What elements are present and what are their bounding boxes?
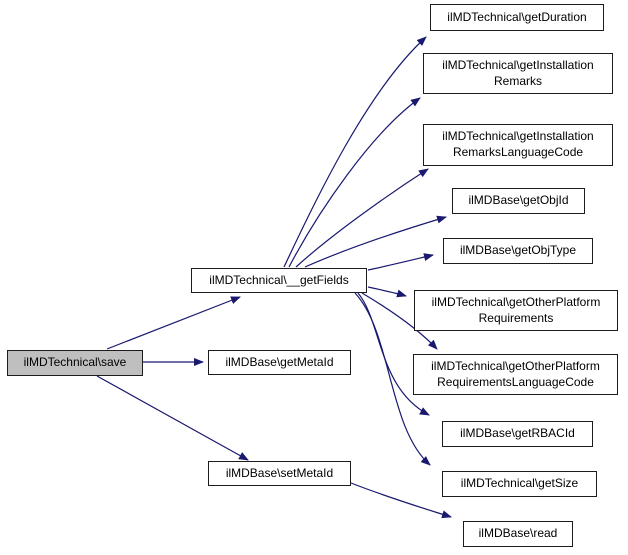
node-label: ilMDTechnical\getSize [460,476,579,491]
node-setMetaId[interactable]: ilMDBase\setMetaId [208,461,351,486]
node-label: ilMDTechnical\__getFields [209,272,349,287]
node-label: ilMDBase\setMetaId [225,465,334,480]
node-getRBACId[interactable]: ilMDBase\getRBACId [442,421,593,447]
node-label: ilMDBase\read [478,526,558,541]
node-read[interactable]: ilMDBase\read [463,521,573,547]
edge-getFields-to-getInstallationRemarks [288,97,421,268]
edge-save-to-setMetaId [96,375,249,461]
node-label: RemarksLanguageCode [452,145,584,159]
node-label: ilMDTechnical\getInstallation [442,129,594,144]
node-label: ilMDBase\getObjId [468,193,569,208]
edge-setMetaId-to-read [350,482,452,519]
edge-getFields-to-getObjId [304,215,447,268]
edge-getFields-to-getObjType [367,253,434,271]
node-getObjType[interactable]: ilMDBase\getObjType [443,238,593,264]
node-label: ilMDTechnical\save [23,355,127,370]
node-label: Requirements [478,310,554,325]
node-label: RequirementsLanguageCode [437,374,594,389]
node-getFields[interactable]: ilMDTechnical\__getFields [191,268,367,293]
node-label: Remarks [493,73,542,88]
edge-save-to-getFields [106,296,241,350]
node-label: ilMDBase\getObjType [459,243,577,258]
node-label: ilMDBase\getMetaId [225,354,334,369]
edge-getFields-to-getSize [354,292,431,466]
node-label: ilMDTechnical\getInstallation [442,57,594,72]
node-save: ilMDTechnical\save [7,350,143,376]
edge-getFields-to-getDuration [283,36,427,268]
edge-getFields-to-getOtherPlatformRequirementsLanguageCode [361,292,438,350]
edge-group [96,36,452,519]
node-getDuration[interactable]: ilMDTechnical\getDuration [430,4,604,31]
node-getObjId[interactable]: ilMDBase\getObjId [452,188,585,214]
node-label: ilMDBase\getRBACId [460,426,575,441]
node-getMetaId[interactable]: ilMDBase\getMetaId [208,350,351,375]
node-label: ilMDTechnical\getOtherPlatform [431,358,600,373]
node-label: ilMDTechnical\getDuration [447,9,587,24]
edge-getFields-to-getOtherPlatformRequirements [367,286,407,298]
node-getSize[interactable]: ilMDTechnical\getSize [442,471,597,497]
node-label: ilMDTechnical\getOtherPlatform [431,294,601,309]
edge-getFields-to-getInstallationRemarksLanguageCode [295,168,429,268]
